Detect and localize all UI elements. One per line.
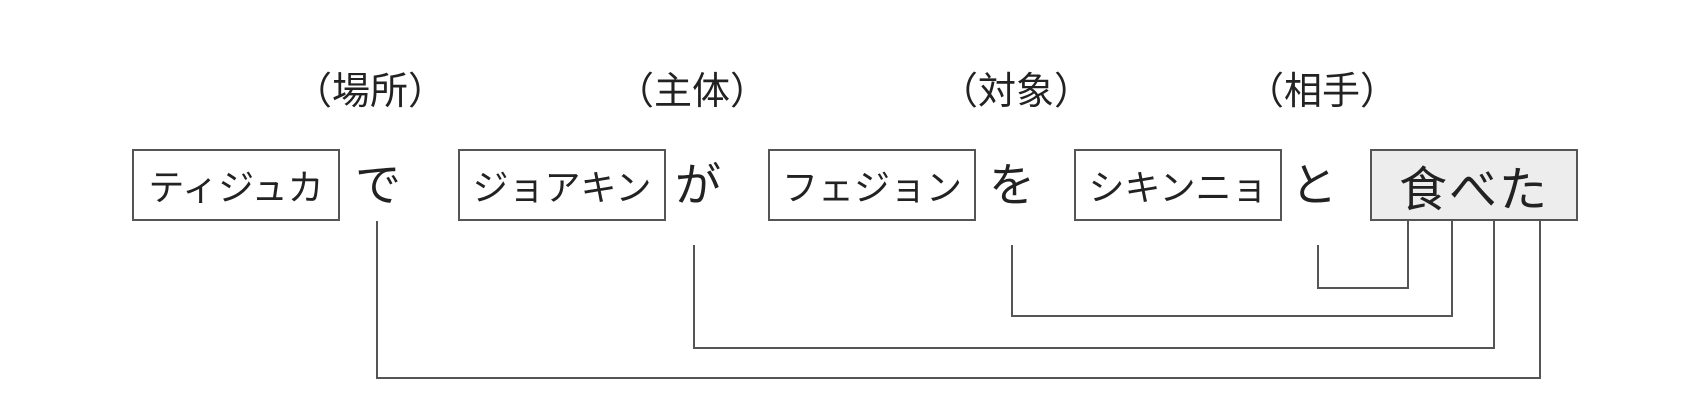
- connector-to: [1317, 221, 1409, 289]
- connector-ga: [693, 221, 1495, 349]
- particle-ga: が: [675, 158, 721, 212]
- noun-box-partner: シキンニョ: [1074, 149, 1282, 221]
- role-label-location: （場所）: [293, 69, 446, 113]
- role-label-agent: （主体）: [615, 69, 768, 113]
- particle-wo: を: [989, 158, 1035, 212]
- connector-wo: [1011, 221, 1453, 317]
- noun-box-location: ティジュカ: [132, 149, 340, 221]
- role-label-object: （対象）: [939, 69, 1092, 113]
- noun-box-object: フェジョン: [768, 149, 976, 221]
- verb-box: 食べた: [1370, 149, 1578, 221]
- connector-de: [376, 221, 1541, 379]
- noun-box-agent: ジョアキン: [458, 149, 666, 221]
- particle-de: で: [355, 158, 401, 212]
- role-label-partner: （相手）: [1245, 69, 1398, 113]
- particle-to: と: [1291, 158, 1337, 212]
